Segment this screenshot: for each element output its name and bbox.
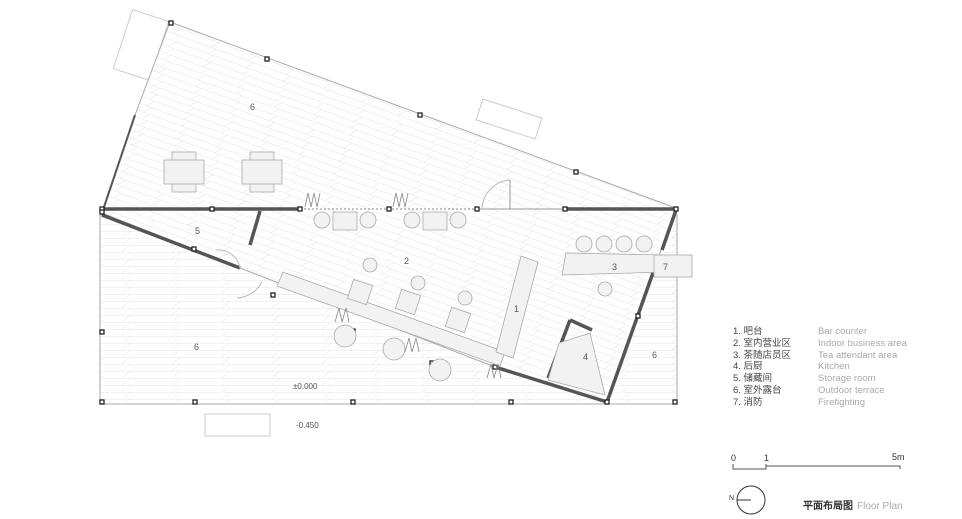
kitchen-block (547, 332, 606, 396)
zone-6-label: 6 (250, 102, 255, 112)
zone-1-label: 1 (514, 304, 519, 314)
firefighting-box (653, 254, 693, 278)
outline-box (475, 98, 543, 140)
bar-counter (495, 255, 539, 359)
north-label: N (729, 495, 735, 502)
long-counter (276, 271, 506, 367)
zone-6-label: 6 (194, 342, 199, 352)
zone-3-label: 3 (612, 262, 617, 272)
stairs-springs (304, 192, 502, 379)
zone-4-label: 4 (583, 352, 588, 362)
scale-tick-1: 1 (764, 453, 770, 463)
zone-7-label: 7 (663, 262, 668, 272)
zone-6-label: 6 (652, 350, 657, 360)
scale-tick-5m: 5m (892, 452, 905, 462)
outline-box (204, 413, 271, 437)
zone-2-label: 2 (404, 256, 409, 266)
scale-bar (732, 464, 901, 470)
zone-5-label: 5 (195, 226, 200, 236)
scale-tick-0: 0 (731, 453, 737, 463)
level-lower: -0.450 (296, 421, 319, 430)
level-main: ±0.000 (293, 382, 318, 391)
furniture (163, 151, 693, 396)
